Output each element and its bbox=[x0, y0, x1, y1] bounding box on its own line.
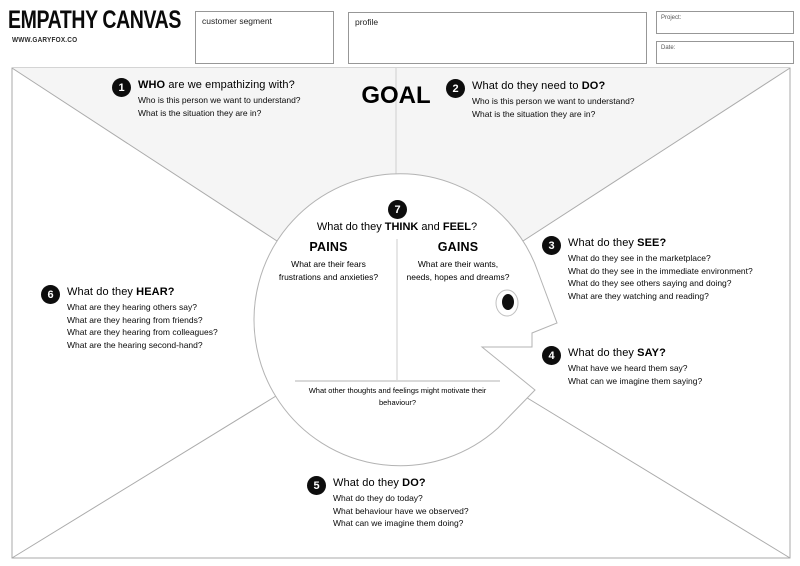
section-number-badge: 2 bbox=[446, 79, 465, 98]
date-label: Date: bbox=[661, 45, 676, 51]
section-title: What do they HEAR? bbox=[67, 286, 175, 298]
section-title: What do they SAY? bbox=[568, 347, 666, 359]
diagonal-top-right bbox=[522, 67, 791, 242]
section-text: What do they SAY? What have we heard the… bbox=[568, 347, 702, 387]
section-questions: What do they see in the marketplace? Wha… bbox=[568, 253, 753, 301]
section-text: What do they DO? What do they do today? … bbox=[333, 477, 469, 530]
profile-field[interactable]: profile bbox=[348, 12, 647, 64]
section-do: 5 What do they DO? What do they do today… bbox=[307, 476, 547, 530]
date-field[interactable]: Date: bbox=[656, 41, 794, 64]
section-number-badge: 7 bbox=[388, 200, 407, 219]
think-feel-title: What do they THINK and FEEL? bbox=[316, 221, 478, 233]
section-text: What do they HEAR? What are they hearing… bbox=[67, 286, 218, 351]
section-number-badge: 1 bbox=[112, 78, 131, 97]
goal-heading: GOAL bbox=[361, 82, 431, 109]
section-hear: 6 What do they HEAR? What are they heari… bbox=[41, 285, 281, 351]
diagonal-bottom-right bbox=[523, 395, 791, 559]
section-questions: Who is this person we want to understand… bbox=[472, 96, 635, 119]
section-title: WHO are we empathizing with? bbox=[138, 79, 295, 91]
section-see: 3 What do they SEE? What do they see in … bbox=[542, 236, 787, 302]
pains-column: PAINS What are their fears frustrations … bbox=[256, 240, 401, 283]
logo-url: WWW.GARYFOX.CO bbox=[12, 37, 78, 44]
section-title: What do they SEE? bbox=[568, 237, 667, 249]
section-questions: What have we heard them say? What can we… bbox=[568, 363, 703, 386]
section-title: What do they need to DO? bbox=[472, 80, 606, 92]
logo-title: EMPATHY CANVAS bbox=[8, 6, 181, 34]
section-questions: What are they hearing others say? What a… bbox=[67, 302, 218, 350]
project-field[interactable]: Project: bbox=[656, 11, 794, 34]
section-text: WHO are we empathizing with? Who is this… bbox=[138, 79, 301, 119]
gains-column: GAINS What are their wants, needs, hopes… bbox=[384, 240, 532, 283]
section-questions: Who is this person we want to understand… bbox=[138, 95, 301, 118]
pains-questions: What are their fears frustrations and an… bbox=[278, 259, 379, 282]
top-region-shading bbox=[12, 68, 790, 241]
logo: EMPATHY CANVAS WWW.GARYFOX.CO bbox=[8, 6, 230, 44]
section-number-badge: 3 bbox=[542, 236, 561, 255]
gains-heading: GAINS bbox=[437, 240, 479, 254]
section-say: 4 What do they SAY? What have we heard t… bbox=[542, 346, 782, 387]
head-profile-icon bbox=[253, 173, 558, 467]
project-label: Project: bbox=[661, 15, 682, 21]
pupil-icon bbox=[502, 294, 514, 310]
section-text: What do they SEE? What do they see in th… bbox=[568, 237, 753, 302]
motivation-note: What other thoughts and feelings might m… bbox=[308, 386, 487, 407]
section-number-badge: 4 bbox=[542, 346, 561, 365]
section-questions: What do they do today? What behaviour ha… bbox=[333, 493, 469, 529]
profile-label: profile bbox=[355, 17, 379, 27]
gains-questions: What are their wants, needs, hopes and d… bbox=[406, 259, 510, 282]
customer-segment-label: customer segment bbox=[202, 16, 272, 26]
section-text: What do they need to DO? Who is this per… bbox=[472, 80, 635, 120]
section-who: 1 WHO are we empathizing with? Who is th… bbox=[112, 78, 362, 119]
customer-segment-field[interactable]: customer segment bbox=[195, 11, 334, 64]
section-number-badge: 6 bbox=[41, 285, 60, 304]
pains-heading: PAINS bbox=[309, 240, 348, 254]
section-need-to-do: 2 What do they need to DO? Who is this p… bbox=[446, 79, 696, 120]
diagonal-top-left bbox=[11, 67, 278, 242]
diagonal-bottom-left bbox=[11, 395, 277, 559]
section-number-badge: 5 bbox=[307, 476, 326, 495]
section-title: What do they DO? bbox=[333, 477, 426, 489]
